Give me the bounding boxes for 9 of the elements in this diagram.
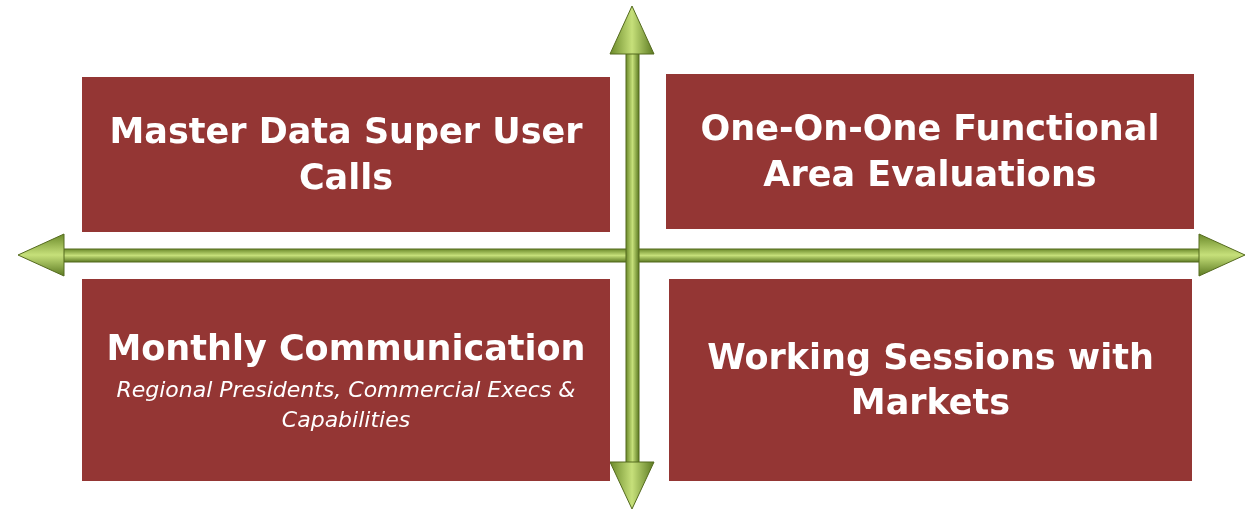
quadrant-box <box>669 279 1192 481</box>
quadrant-subtitle: Regional Presidents, Commercial Execs & Capabilities <box>115 376 577 434</box>
quadrant-title: Master Data Super User Calls <box>108 110 584 199</box>
quadrant-title: Monthly Communication <box>106 326 586 370</box>
quadrant-box <box>82 77 610 232</box>
quadrant-box <box>666 74 1194 229</box>
quadrant-title: One-On-One Functional Area Evaluations <box>699 107 1161 196</box>
quadrant-title: Working Sessions with Markets <box>706 335 1155 424</box>
quadrant-box <box>82 279 610 481</box>
